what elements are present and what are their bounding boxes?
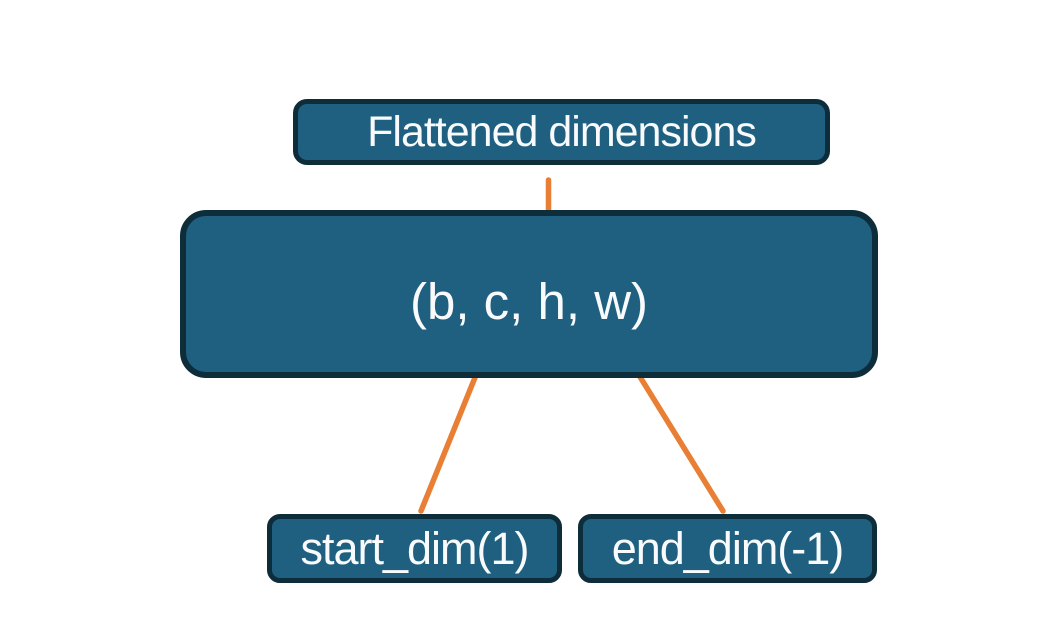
start-dim-arrow-line [418,353,487,514]
end-dim-label: end_dim(-1) [611,522,845,574]
end-dim-box: end_dim(-1) [578,514,877,583]
end-dim-arrow-line [623,352,726,514]
tensor-shape-box: (b, c, h, w) [180,210,878,378]
tensor-shape-label: (b, c, h, w) [409,272,649,330]
start-dim-label: start_dim(1) [300,522,529,574]
start-dim-box: start_dim(1) [267,514,562,583]
flattened-dimensions-label: Flattened dimensions [367,107,757,156]
flattened-dimensions-box: Flattened dimensions [293,99,830,165]
